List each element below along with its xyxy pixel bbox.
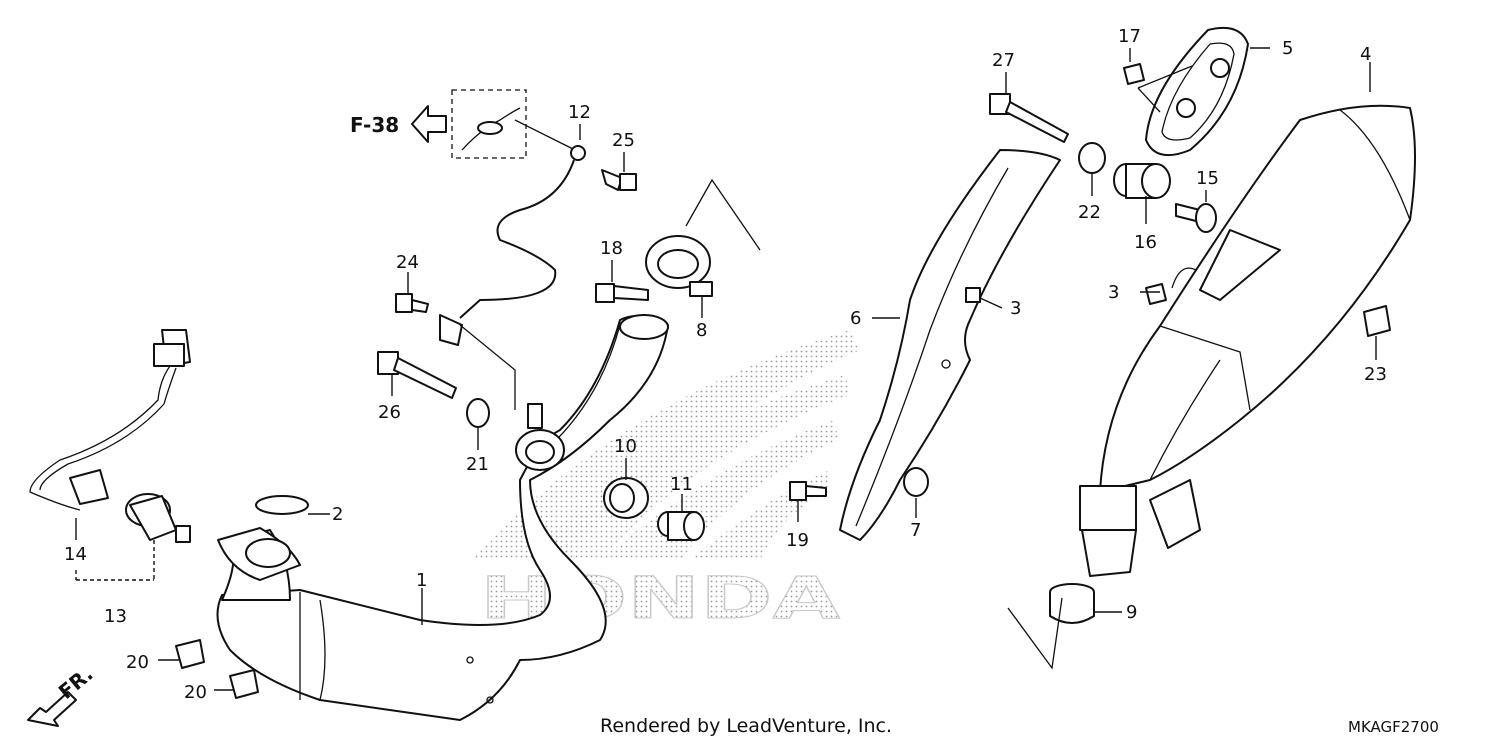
front-label: FR. <box>54 662 98 704</box>
callout-3b: 3 <box>1108 282 1119 303</box>
callout-26: 26 <box>378 402 401 423</box>
bolt-24 <box>395 293 429 313</box>
bolt-15 <box>1175 203 1217 233</box>
o2-sensor-wire <box>29 329 191 511</box>
callout-20b: 20 <box>184 682 207 703</box>
clamp-8 <box>645 178 761 297</box>
diagram-code: MKAGF2700 <box>1348 718 1439 736</box>
callout-27: 27 <box>992 50 1015 71</box>
muffler-4 <box>1079 104 1416 577</box>
nut-23 <box>1363 305 1391 337</box>
callout-22: 22 <box>1078 202 1101 223</box>
collar-16 <box>1113 163 1171 199</box>
bolt-25 <box>601 169 637 191</box>
callout-3a: 3 <box>1010 298 1021 319</box>
callout-6: 6 <box>850 308 861 329</box>
callout-21: 21 <box>466 454 489 475</box>
nut-17 <box>1123 63 1145 85</box>
callout-10: 10 <box>614 436 637 457</box>
callout-labels: 1 2 3 3 4 5 6 7 8 9 10 11 12 13 14 15 16… <box>64 26 1387 703</box>
callout-9: 9 <box>1126 602 1137 623</box>
clip-3a <box>965 287 981 303</box>
callout-23: 23 <box>1364 364 1387 385</box>
callout-17: 17 <box>1118 26 1141 47</box>
callout-15: 15 <box>1196 168 1219 189</box>
washer-21 <box>466 398 490 428</box>
callout-14: 14 <box>64 544 87 565</box>
callout-2: 2 <box>332 504 343 525</box>
reference-label: F-38 <box>350 113 399 137</box>
clip-3b <box>1145 283 1167 305</box>
front-direction-arrow: FR. <box>27 662 98 727</box>
bolt-18 <box>595 283 649 303</box>
callout-25: 25 <box>612 130 635 151</box>
callout-19: 19 <box>786 530 809 551</box>
rubber-7 <box>903 467 929 497</box>
callout-18: 18 <box>600 238 623 259</box>
leader-lines <box>75 47 1377 691</box>
bolt-19 <box>789 481 827 501</box>
exhaust-flange <box>217 527 301 581</box>
nut-20a <box>175 639 205 669</box>
credit-text: Rendered by LeadVenture, Inc. <box>600 715 892 737</box>
callout-4: 4 <box>1360 44 1371 65</box>
grommet-10 <box>603 477 649 519</box>
callout-7: 7 <box>910 520 921 541</box>
muffler-band-5 <box>1137 26 1249 157</box>
o2-sensor <box>125 493 191 543</box>
rubber-9 <box>1007 583 1095 670</box>
heat-shield-6 <box>839 149 1061 541</box>
honda-watermark-text: HONDA <box>480 564 840 632</box>
nut-20b <box>229 669 259 699</box>
callout-1: 1 <box>416 570 427 591</box>
callout-20a: 20 <box>126 652 149 673</box>
honda-wing-watermark: HONDA <box>470 330 860 633</box>
pipe-hanger-bracket <box>459 324 565 471</box>
gasket-2 <box>255 495 309 515</box>
washer-22 <box>1078 142 1106 174</box>
collar-11 <box>657 511 705 541</box>
callout-16: 16 <box>1134 232 1157 253</box>
ground-wire <box>439 119 586 346</box>
callout-8: 8 <box>696 320 707 341</box>
callout-5: 5 <box>1282 38 1293 59</box>
reference-arrow-f38: F-38 <box>350 89 527 159</box>
callout-24: 24 <box>396 252 419 273</box>
bolt-27 <box>989 93 1069 143</box>
callout-11: 11 <box>670 474 693 495</box>
callout-12: 12 <box>568 102 591 123</box>
callout-13: 13 <box>104 606 127 627</box>
bolt-26 <box>377 351 457 399</box>
